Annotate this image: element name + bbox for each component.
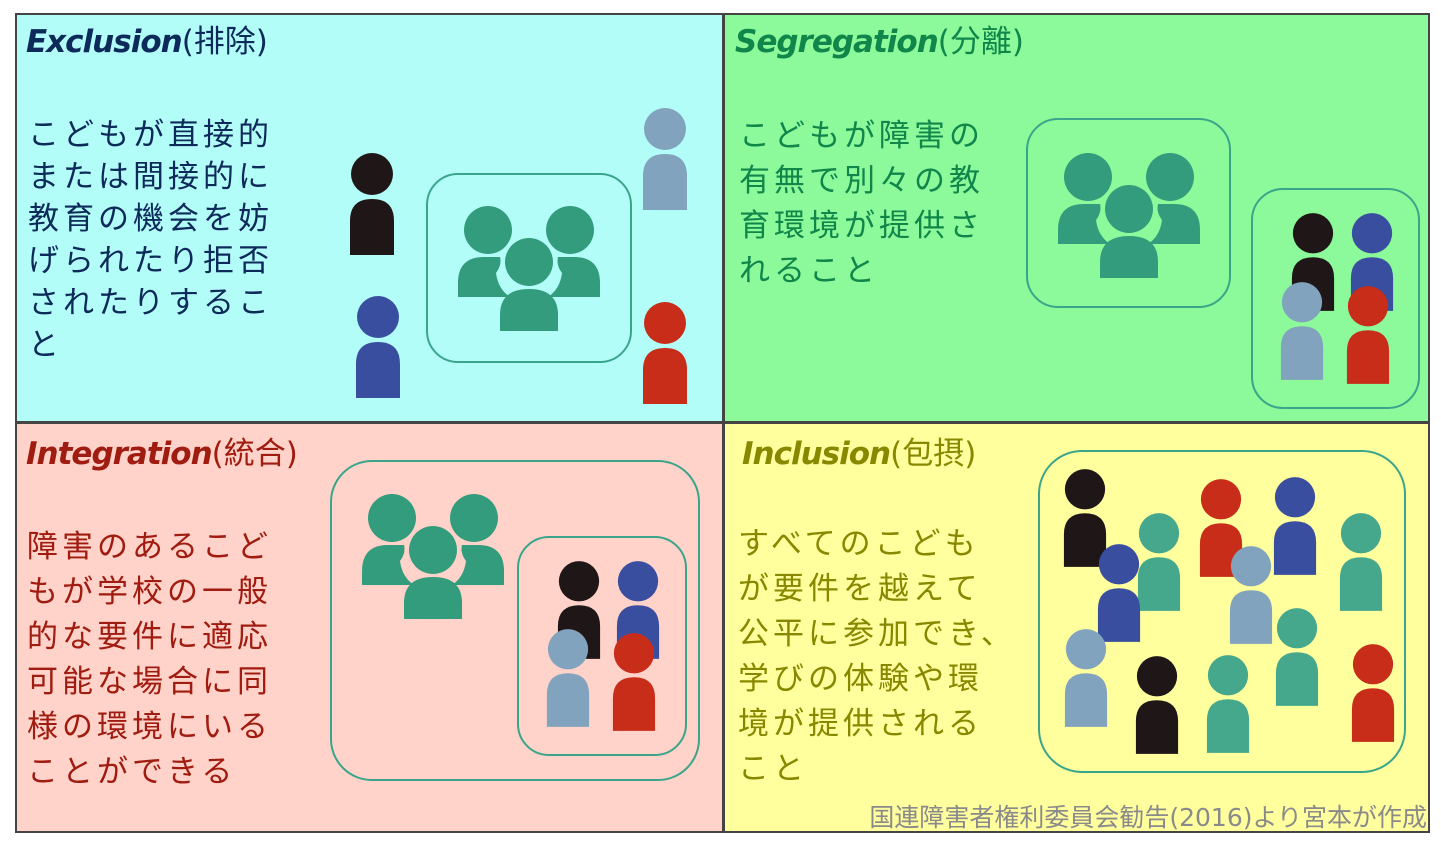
person-icon-red	[641, 302, 689, 408]
separate-group-box	[517, 536, 687, 756]
person-icon-gray	[1228, 545, 1274, 649]
description-line: 的な要件に適応	[27, 619, 272, 655]
group-icon	[362, 493, 504, 623]
description-line: ことができる	[27, 754, 237, 790]
person-icon-red	[1350, 643, 1396, 747]
description-line: こどもが直接的	[28, 117, 273, 153]
person-icon-gray	[545, 628, 591, 732]
separate-group-box	[1251, 188, 1420, 409]
description-line: と	[28, 327, 63, 363]
segregation-title-en: Segregation	[735, 24, 939, 60]
description-line: こと	[738, 751, 808, 787]
description-line: されたりするこ	[28, 285, 273, 321]
segregation-title: Segregation(分離)	[735, 16, 1024, 61]
segregation-title-jp: (分離)	[937, 24, 1024, 60]
description-line: または間接的に	[28, 159, 273, 195]
exclusion-title-jp: (排除)	[181, 24, 268, 60]
description-line: れること	[739, 253, 879, 289]
inclusion-title: Inclusion(包摂)	[742, 428, 976, 473]
person-icon-gray	[1279, 281, 1325, 385]
exclusion-title-en: Exclusion	[26, 24, 183, 60]
description-line: 公平に参加でき、	[738, 616, 1016, 652]
description-line: 様の環境にいる	[27, 709, 272, 745]
exclusion-description: こどもが直接的 または間接的に 教育の機会を妨 げられたり拒否 されたりするこ …	[28, 114, 273, 366]
description-line: 障害のあるこど	[27, 529, 272, 565]
person-icon-gray	[641, 108, 689, 214]
description-line: すべてのこども	[738, 526, 980, 562]
description-line: 境が提供される	[738, 706, 983, 742]
person-icon-blue	[1096, 543, 1142, 647]
description-line: 教育の機会を妨	[28, 201, 273, 237]
integration-description: 障害のあるこど もが学校の一般 的な要件に適応 可能な場合に同 様の環境にいる …	[27, 525, 272, 795]
integration-title: Integration(統合)	[26, 428, 298, 473]
person-icon-black	[348, 153, 396, 259]
description-line: 可能な場合に同	[27, 664, 272, 700]
person-icon-red	[1345, 285, 1391, 389]
source-note: 国連障害者権利委員会勧告(2016)より宮本が作成	[869, 803, 1427, 832]
description-line: 育環境が提供さ	[739, 208, 984, 244]
person-icon-black	[1062, 468, 1108, 572]
description-line: 有無で別々の教	[739, 163, 984, 199]
integration-title-en: Integration	[26, 436, 213, 472]
integration-title-jp: (統合)	[211, 436, 298, 472]
school-box	[330, 460, 700, 781]
group-icon	[1058, 152, 1200, 282]
exclusion-title: Exclusion(排除)	[26, 16, 268, 61]
person-icon-teal	[1136, 512, 1182, 616]
description-line: 学びの体験や環	[738, 661, 983, 697]
description-line: もが学校の一般	[27, 574, 272, 610]
person-icon-teal	[1338, 512, 1384, 616]
person-icon-blue	[354, 296, 402, 402]
inclusion-title-jp: (包摂)	[890, 436, 977, 472]
inclusion-description: すべてのこども が要件を越えて 公平に参加でき、 学びの体験や環 境が提供される…	[738, 522, 1016, 792]
person-icon-teal	[1274, 607, 1320, 711]
description-line: こどもが障害の	[739, 118, 984, 154]
description-line: げられたり拒否	[28, 243, 273, 279]
mainstream-group-box	[426, 173, 632, 363]
person-icon-blue	[1272, 476, 1318, 580]
mainstream-group-box	[1026, 118, 1231, 308]
segregation-description: こどもが障害の 有無で別々の教 育環境が提供さ れること	[739, 114, 984, 294]
person-icon-teal	[1205, 654, 1251, 758]
person-icon-red	[611, 632, 657, 736]
person-icon-black	[1134, 655, 1180, 759]
inclusion-title-en: Inclusion	[742, 436, 891, 472]
person-icon-gray	[1063, 628, 1109, 732]
inclusive-school-box	[1038, 450, 1406, 773]
group-icon	[458, 205, 600, 335]
description-line: が要件を越えて	[738, 571, 982, 607]
